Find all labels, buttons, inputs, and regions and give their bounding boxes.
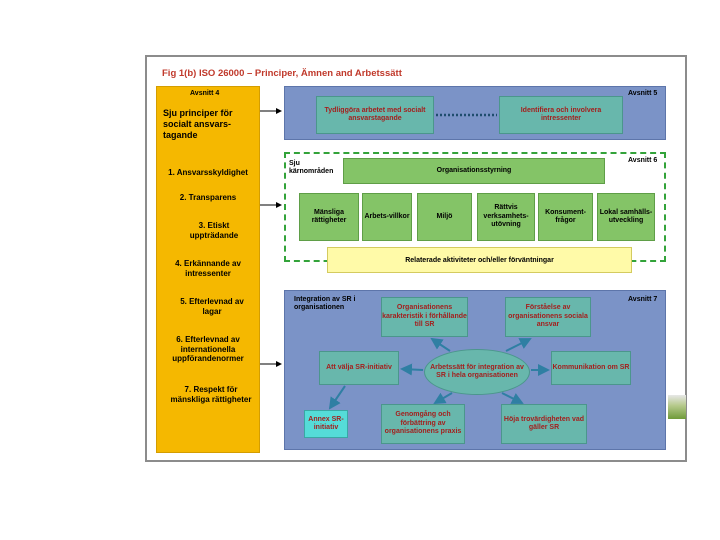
figure-title: Fig 1(b) ISO 26000 – Principer, Ämnen an… <box>162 68 402 79</box>
decorative-image-strip <box>668 395 686 419</box>
section5-label: Avsnitt 5 <box>628 90 658 97</box>
choose-sr-initiative-box: Att välja SR-initiativ <box>319 351 399 385</box>
credibility-box: Höja trovärdigheten vad gäller SR <box>501 404 587 444</box>
principle-1: 1. Ansvarsskyldighet <box>168 168 248 177</box>
principle-5: 5. Efterlevnad av lagar <box>180 297 244 316</box>
org-characteristics-box: Organisationens karakteristik i förhålla… <box>381 297 468 337</box>
core-environment: Miljö <box>417 193 472 241</box>
core-community: Lokal samhälls-utveckling <box>597 193 655 241</box>
related-activities-box: Relaterade aktiviteter och/eller förvänt… <box>327 247 632 273</box>
clarify-sr-box: Tydliggöra arbetet med socialt ansvarsta… <box>316 96 434 134</box>
core-labour: Arbets-villkor <box>362 193 412 241</box>
core-fair-practices: Rättvis verksamhets-utövning <box>477 193 535 241</box>
core-human-rights: Mänsliga rättigheter <box>299 193 359 241</box>
governance-box: Organisationsstyrning <box>343 158 605 184</box>
understanding-sr-box: Förståelse av organisationens sociala an… <box>505 297 591 337</box>
section4-label: Avsnitt 4 <box>190 90 220 97</box>
section4-panel <box>156 86 260 453</box>
principle-4: 4. Erkännande av intressenter <box>175 259 241 278</box>
annex-sr-box: Annex SR-initiativ <box>304 410 348 438</box>
core-consumer: Konsument-frågor <box>538 193 593 241</box>
section6-heading: Sju kärnområden <box>289 160 334 176</box>
principle-2: 2. Transparens <box>179 193 237 202</box>
section7-label: Avsnitt 7 <box>628 296 658 303</box>
principle-7: 7. Respekt för mänskliga rättigheter <box>170 385 252 404</box>
principle-6: 6. Efterlevnad av internationella uppför… <box>172 335 244 364</box>
stakeholders-box: Identifiera och involvera intressenter <box>499 96 623 134</box>
section7-heading: Integration av SR i organisationen <box>294 296 356 312</box>
communication-box: Kommunikation om SR <box>551 351 631 385</box>
section4-heading: Sju principer för socialt ansvars-tagand… <box>163 108 233 140</box>
review-practices-box: Genomgång och förbättring av organisatio… <box>381 404 465 444</box>
principle-3: 3. Etiskt uppträdande <box>189 221 239 240</box>
integration-practices-ellipse: Arbetssätt för integration av SR i hela … <box>424 349 530 395</box>
section6-label: Avsnitt 6 <box>628 157 658 164</box>
